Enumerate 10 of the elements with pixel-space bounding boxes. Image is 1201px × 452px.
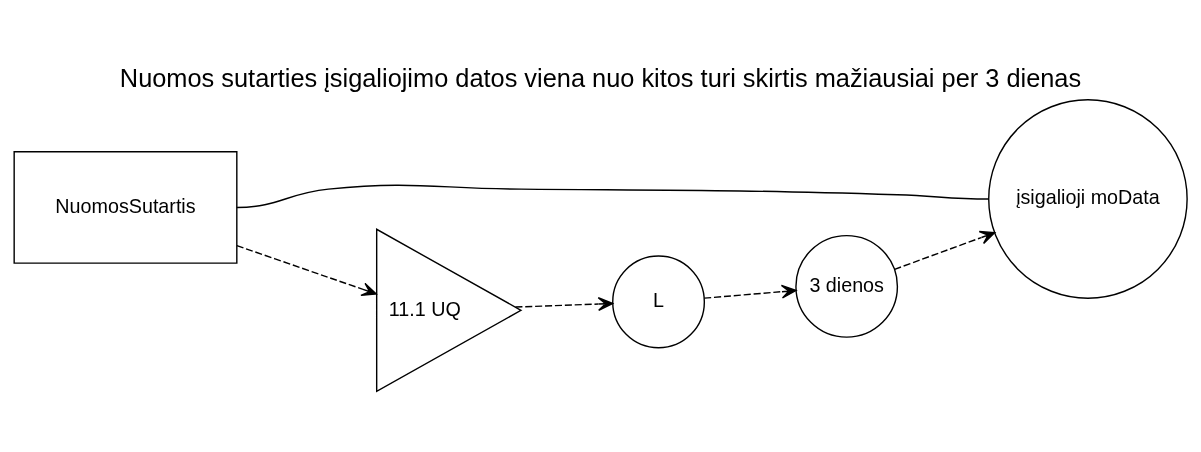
diagram-title: Nuomos sutarties įsigaliojimo datos viena nuo kitos turi skirtis mažiausiai per 3 dienas — [119, 63, 1082, 92]
arrow — [514, 297, 614, 312]
arrow — [893, 230, 996, 271]
arrow — [703, 284, 797, 299]
node-circle: 3 dienos — [795, 234, 899, 338]
arrow — [236, 244, 378, 297]
node-circle: įsigalioji moData — [988, 99, 1188, 299]
node-circle: L — [612, 255, 706, 349]
node-box: NuomosSutartis — [13, 151, 238, 264]
connector — [236, 184, 990, 209]
